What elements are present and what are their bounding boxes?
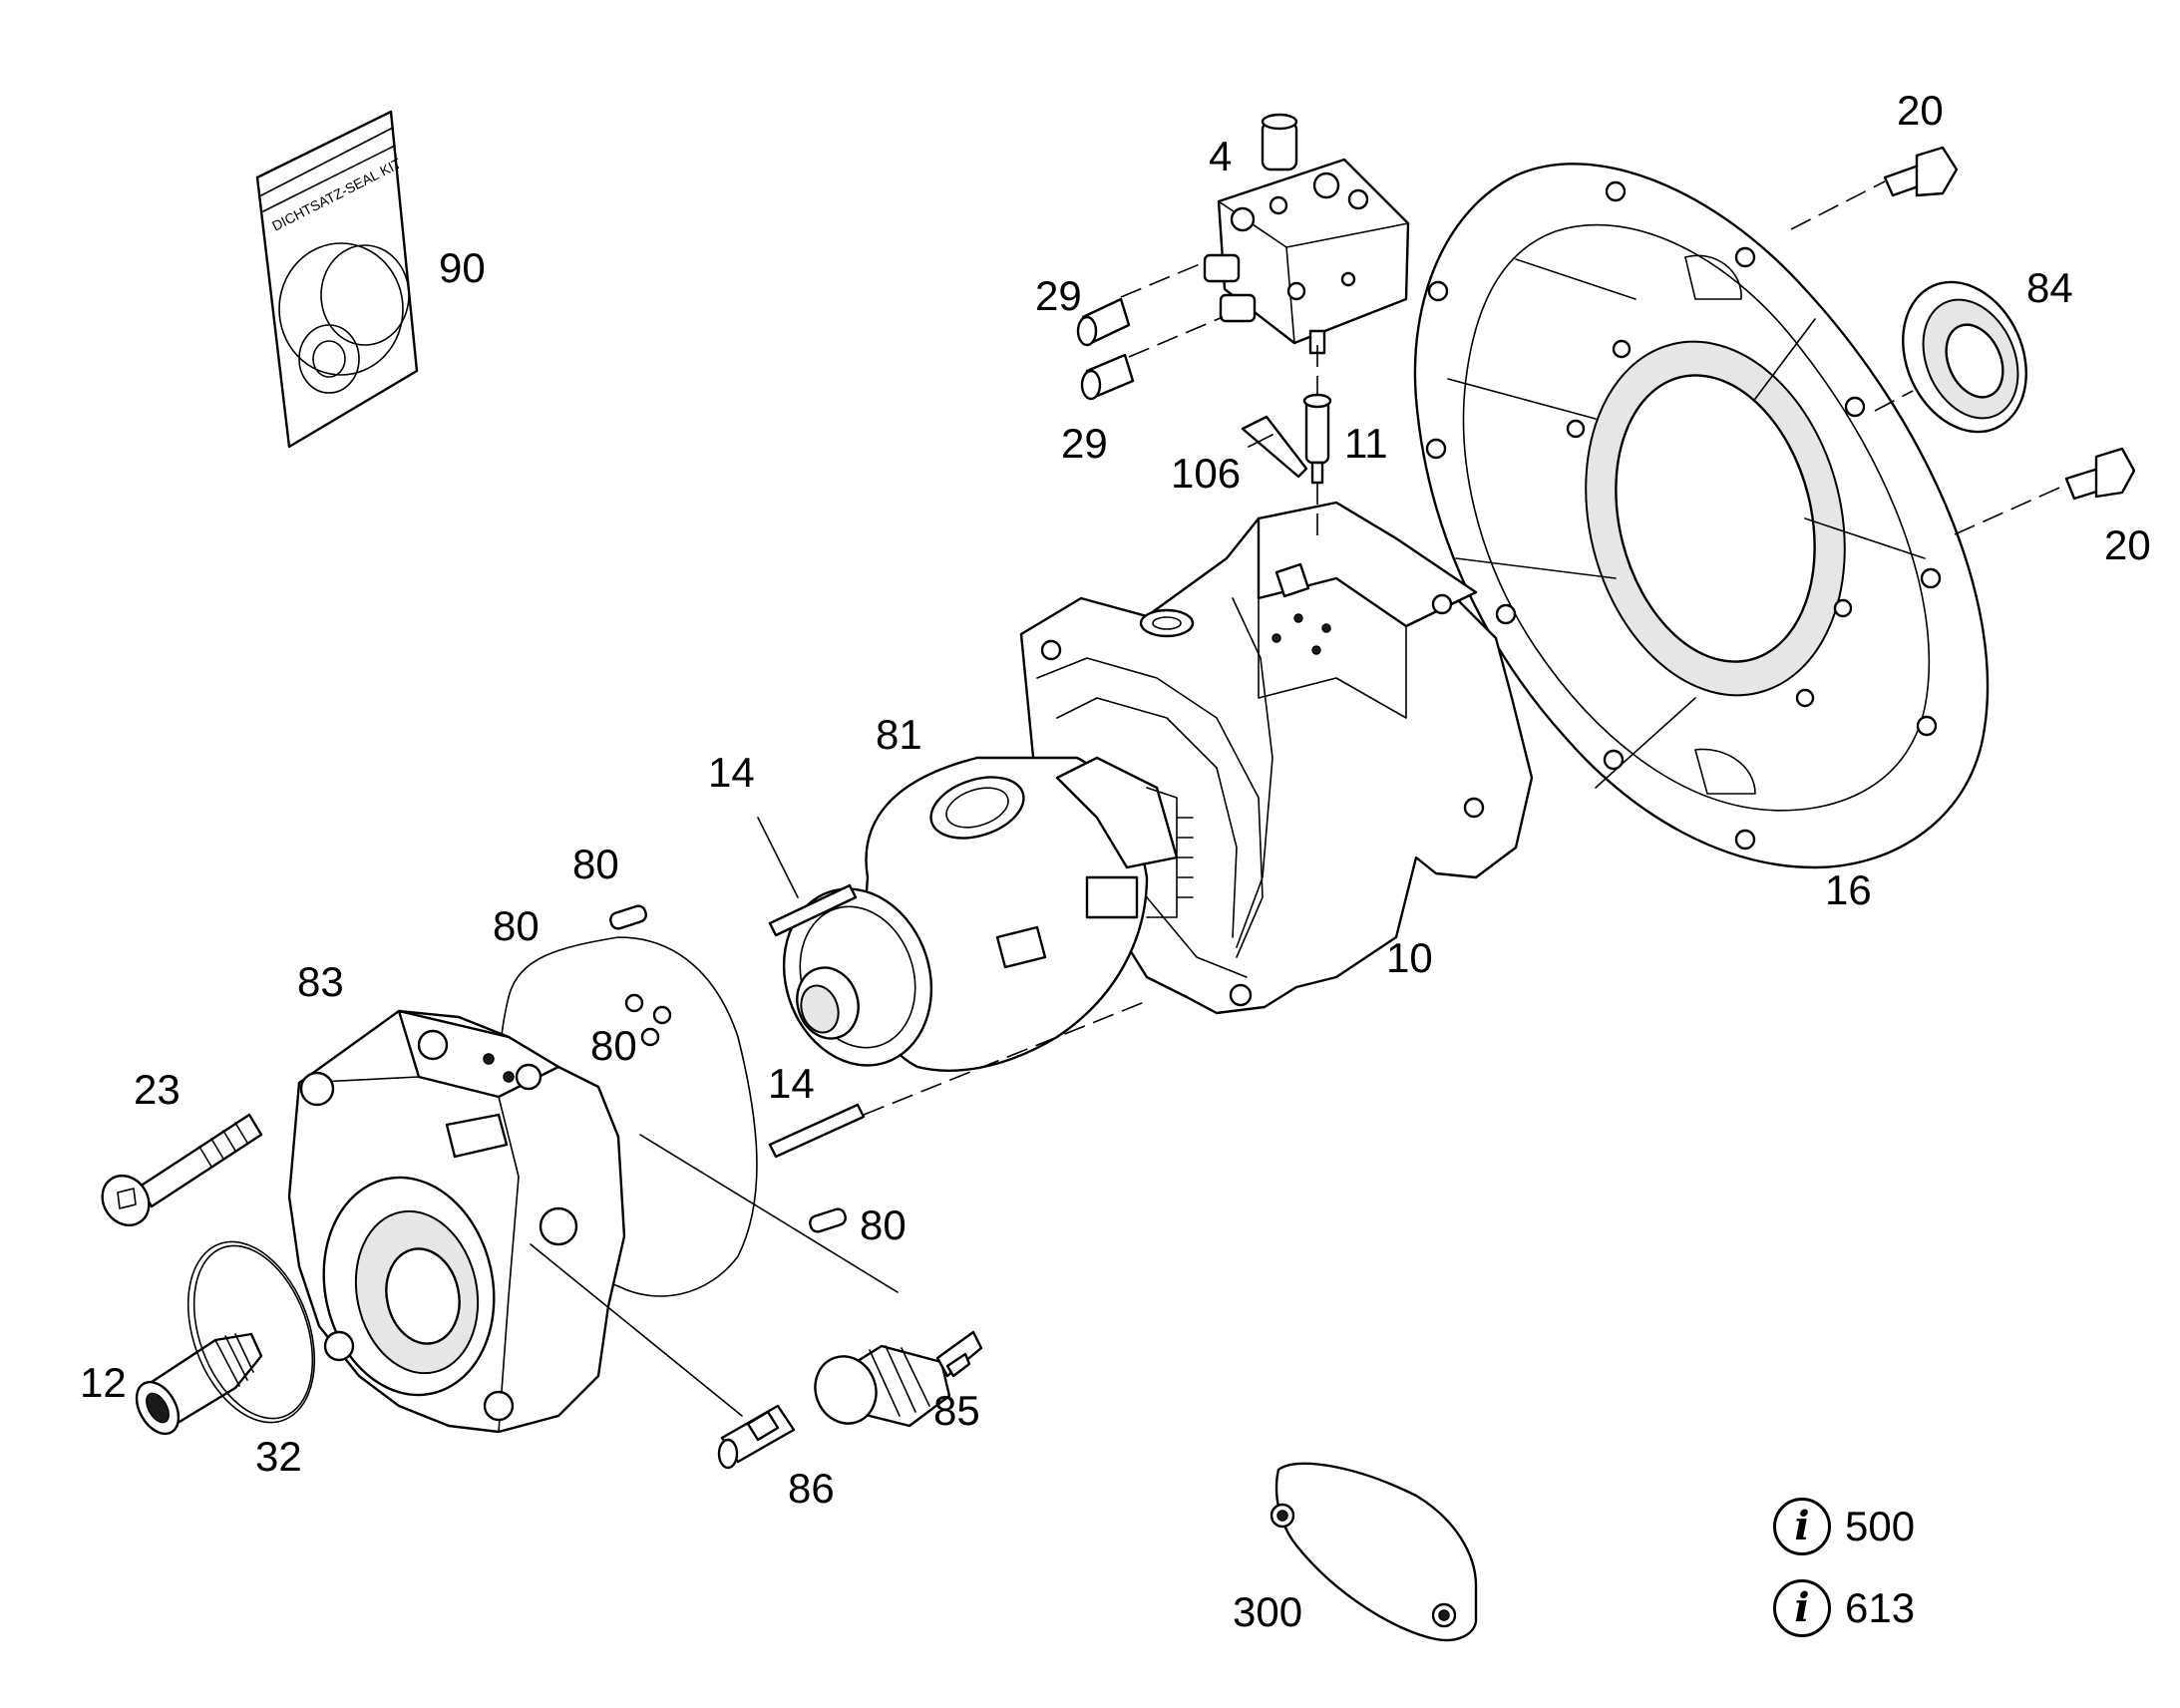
callout-plug-lower: 29	[1061, 420, 1108, 467]
callout-small-pin-upper: 80	[572, 841, 619, 887]
plug-lower	[1080, 353, 1135, 401]
plug-upper	[1076, 297, 1131, 347]
callout-drive-shaft: 12	[80, 1359, 127, 1406]
dowel-pin-upper	[768, 883, 858, 937]
small-pin-upper	[609, 904, 647, 930]
info-icon: i	[1773, 1579, 1831, 1637]
drive-shaft	[135, 1332, 263, 1436]
seal-kit-bag: DICHTSATZ-SEAL KIT	[255, 110, 419, 449]
port-plate	[287, 1009, 626, 1434]
bolt-upper	[1883, 146, 1959, 197]
fitting	[717, 1404, 796, 1470]
callout-port-plate: 83	[297, 958, 344, 1005]
callout-pump-housing: 10	[1386, 934, 1433, 981]
callout-dowel-pin-upper: 14	[708, 749, 755, 796]
cover-plate	[1270, 1462, 1478, 1642]
small-pin-lower	[809, 1207, 847, 1233]
callout-bolt-top: 20	[1897, 87, 1944, 134]
callout-insert-tool: 106	[1171, 450, 1242, 497]
info-reference-500[interactable]: i 500	[1773, 1498, 1915, 1555]
cap-screw	[101, 1113, 263, 1227]
info-reference-label: 613	[1845, 1584, 1916, 1631]
callout-dowel-pin-lower: 14	[768, 1060, 815, 1107]
callout-control-valve: 4	[1209, 133, 1233, 179]
control-valve	[1203, 113, 1410, 355]
pump-housing	[1019, 501, 1534, 1015]
callout-plug-upper: 29	[1035, 272, 1082, 319]
bolt-right	[2064, 447, 2136, 501]
callout-bolt-right: 20	[2104, 521, 2151, 568]
o-ring	[186, 1240, 316, 1424]
callout-cover-flange: 16	[1825, 866, 1872, 913]
callout-adjusting-screw: 85	[933, 1387, 980, 1434]
adjusting-screw	[814, 1330, 983, 1428]
callout-o-ring: 32	[255, 1433, 302, 1480]
info-reference-label: 500	[1845, 1503, 1916, 1549]
dowel-pin-lower	[768, 1103, 866, 1159]
leader-lines	[530, 180, 2067, 1417]
callout-cap-screw: 23	[134, 1066, 181, 1113]
rotary-group	[782, 756, 1194, 1072]
orifice-pin	[1302, 393, 1332, 485]
callout-seal-kit: 90	[439, 244, 486, 291]
callout-cover-plate: 300	[1233, 1588, 1303, 1635]
callout-orifice-pin: 11	[1344, 420, 1388, 467]
callout-shaft-seal: 84	[2026, 264, 2073, 311]
cover-flange	[1413, 163, 1990, 869]
shaft-seal	[1902, 280, 2027, 434]
info-reference-613[interactable]: i 613	[1773, 1579, 1915, 1637]
callout-gasket-holes: 80	[590, 1022, 637, 1069]
callout-fitting: 86	[788, 1465, 835, 1512]
callout-small-pin-lower: 80	[860, 1201, 907, 1248]
callout-gasket: 80	[493, 902, 540, 949]
callout-rotary-group: 81	[876, 711, 922, 758]
insert-tool	[1241, 415, 1308, 479]
info-icon: i	[1773, 1498, 1831, 1555]
